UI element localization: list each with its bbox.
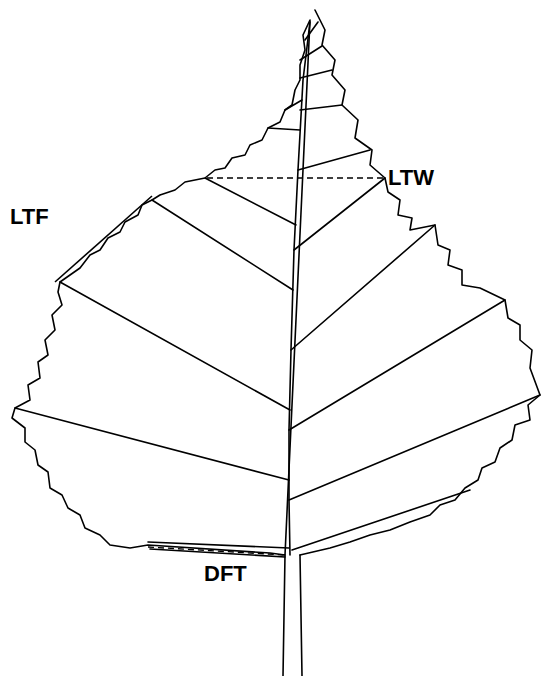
measure-label: DFT (204, 563, 247, 585)
ltf-measure-line (55, 196, 152, 282)
ltw-measure-line (207, 177, 383, 178)
leaf-outline (12, 10, 540, 555)
dft-measure-line (148, 547, 285, 555)
basal-vein-inner (150, 549, 285, 557)
petiole (283, 555, 302, 676)
lateral-veins (15, 100, 540, 550)
measure-label: LTF (10, 206, 49, 228)
measure-label: LTW (388, 167, 434, 189)
